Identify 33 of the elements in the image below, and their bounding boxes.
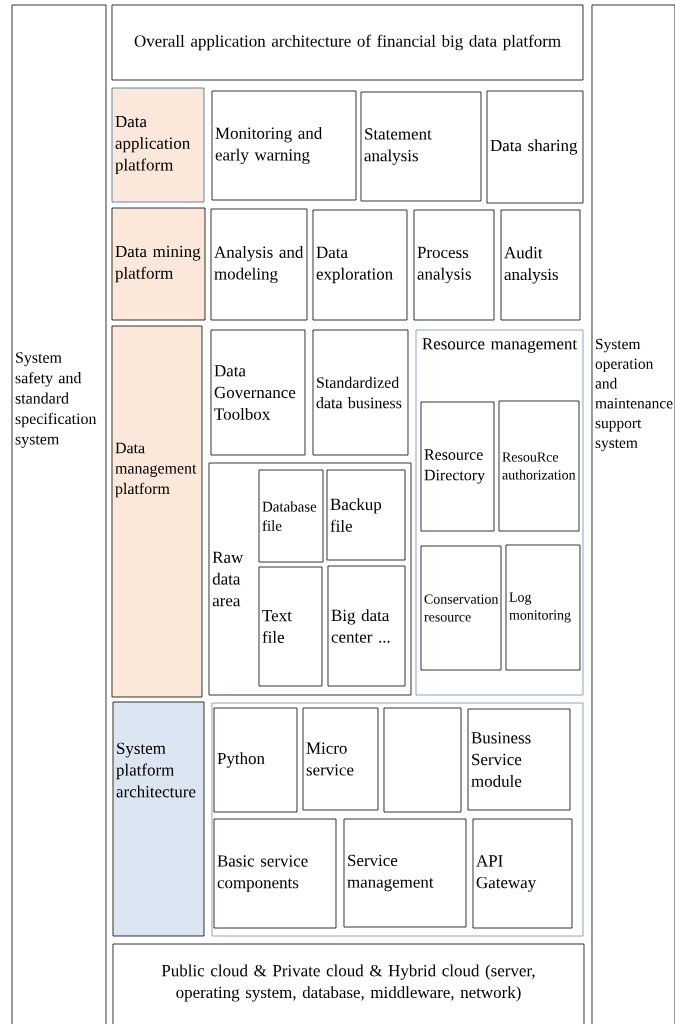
module-box: Backup file	[326, 469, 406, 561]
module-box: Business Service module	[467, 708, 571, 811]
layer-label-box: Data mining platform	[111, 207, 206, 321]
module-box: Monitoring and early warning	[211, 90, 357, 201]
title-box: Overall application architecture of financial big data platform	[111, 4, 584, 81]
module-box: Data Governance Toolbox	[210, 329, 306, 456]
module-box: Data sharing	[486, 90, 584, 204]
group-box	[211, 702, 584, 937]
module-box: Basic service components	[213, 818, 337, 929]
layer-label-box: Data application platform	[111, 87, 205, 203]
module-box: Conservation resource	[420, 545, 502, 671]
module-box: Statement analysis	[360, 91, 482, 202]
module-box: Analysis and modeling	[210, 208, 308, 321]
module-box: Python	[213, 707, 298, 813]
module-box: ResouRce authorization	[498, 400, 580, 532]
column-box: System safety and standard specification system	[11, 4, 107, 1024]
module-box: Log monitoring	[505, 544, 581, 671]
module-box: API Gateway	[472, 818, 573, 929]
module-box: Text file	[258, 566, 323, 687]
base-box: Public cloud & Private cloud & Hybrid cloud (server, operating system, database, middleware, network)	[112, 943, 585, 1024]
module-box: Process analysis	[413, 209, 495, 321]
module-box: Service management	[343, 818, 467, 928]
module-box: Micro service	[302, 707, 379, 811]
column-box: System operation and maintenance support system	[591, 4, 675, 1024]
module-box	[383, 707, 462, 813]
module-box: Resource Directory	[420, 401, 495, 532]
module-box: Audit analysis	[500, 209, 581, 321]
module-box: Standardized data business	[312, 329, 409, 456]
module-box: Data exploration	[312, 209, 408, 321]
layer-label-box: Data management platform	[111, 325, 203, 698]
module-box: Big data center ...	[327, 565, 406, 687]
layer-label-box: System platform architecture	[112, 701, 205, 937]
module-box: Database file	[258, 469, 324, 563]
